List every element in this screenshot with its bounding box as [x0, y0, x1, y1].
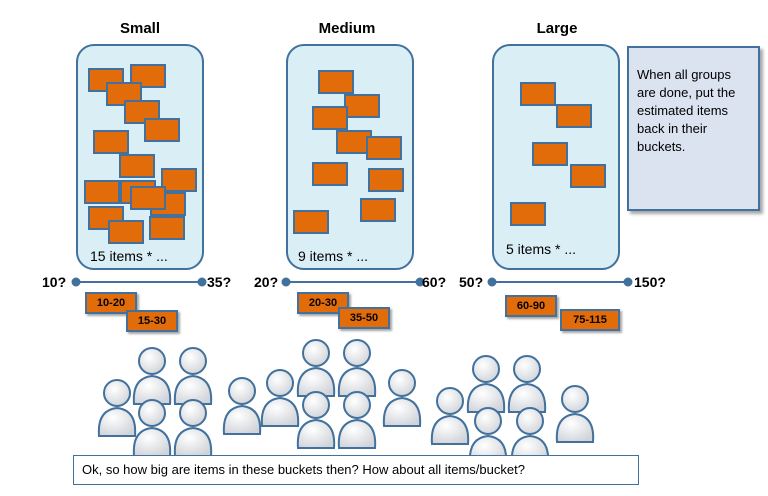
bucket-title-large: Large — [536, 20, 578, 37]
bucket-title-medium: Medium — [318, 20, 376, 37]
range-dot — [415, 277, 425, 287]
range-high-medium: 60? — [422, 274, 447, 290]
person-icon — [173, 399, 213, 457]
range-dot — [487, 277, 497, 287]
bucket-large: 5 items * ... — [492, 44, 620, 270]
estimate-card: 20-30 — [297, 292, 349, 314]
question-box: Ok, so how big are items in these bucket… — [73, 455, 639, 485]
item-card — [510, 202, 546, 226]
estimate-card: 60-90 — [505, 295, 557, 317]
item-card — [293, 210, 329, 234]
estimate-card: 75-115 — [560, 309, 620, 331]
estimate-card: 10-20 — [85, 292, 137, 314]
person-icon — [132, 399, 172, 457]
item-card — [93, 130, 129, 154]
estimate-card: 15-30 — [126, 310, 178, 332]
item-card — [532, 142, 568, 166]
item-card — [312, 162, 348, 186]
item-card — [312, 106, 348, 130]
item-card — [149, 216, 185, 240]
range-low-small: 10? — [42, 274, 67, 290]
person-icon — [555, 385, 595, 443]
estimate-card: 35-50 — [338, 307, 390, 329]
range-dot — [197, 277, 207, 287]
item-card — [360, 198, 396, 222]
item-card — [318, 70, 354, 94]
bucket-count-large: 5 items * ... — [506, 241, 577, 257]
person-icon — [382, 369, 422, 427]
instruction-note: When all groups are done, put the estima… — [627, 46, 760, 211]
item-card — [144, 118, 180, 142]
item-card — [130, 186, 166, 210]
person-icon — [337, 391, 377, 449]
bucket-count-small: 15 items * ... — [90, 248, 168, 264]
item-card — [570, 164, 606, 188]
bucket-medium: 9 items * ... — [286, 44, 414, 270]
item-card — [119, 154, 155, 178]
range-high-large: 150? — [634, 274, 666, 290]
range-dot — [71, 277, 81, 287]
range-low-large: 50? — [459, 274, 484, 290]
item-card — [556, 104, 592, 128]
person-icon — [296, 391, 336, 449]
item-card — [520, 82, 556, 106]
item-card — [108, 220, 144, 244]
range-low-medium: 20? — [254, 274, 279, 290]
bucket-count-medium: 9 items * ... — [298, 248, 369, 264]
bucket-title-small: Small — [119, 20, 161, 37]
range-dot — [623, 277, 633, 287]
item-card — [84, 180, 120, 204]
item-card — [161, 168, 197, 192]
range-high-small: 35? — [207, 274, 232, 290]
bucket-small: 15 items * ... — [76, 44, 204, 270]
item-card — [366, 136, 402, 160]
item-card — [368, 168, 404, 192]
range-dot — [281, 277, 291, 287]
